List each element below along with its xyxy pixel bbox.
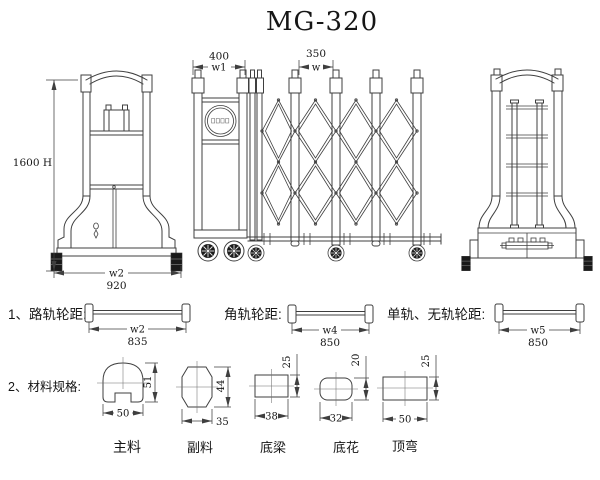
wheelbase-trackless-var: w5 bbox=[531, 326, 546, 337]
unit-width-value: 400 bbox=[209, 51, 229, 63]
rear-right-castor-wheel bbox=[583, 256, 593, 271]
panel-width-var: w bbox=[312, 63, 321, 74]
drive-wheel-1 bbox=[197, 240, 219, 262]
gate-posts bbox=[288, 69, 426, 262]
leading-post-pair bbox=[247, 69, 265, 262]
front-lock-ornament bbox=[93, 222, 99, 239]
wheelbase-corner-value: 850 bbox=[320, 337, 340, 349]
wheelbase-trackless-value: 850 bbox=[528, 337, 548, 349]
profile-main-height: 51 bbox=[143, 376, 154, 389]
wheelbase-corner-var: w4 bbox=[323, 326, 338, 337]
wheelbase-section: 1、路轨轮距: w2 835 角轨轮距: w4 850 bbox=[8, 303, 585, 349]
wheelbase-item-corner: 角轨轮距: w4 850 bbox=[224, 304, 374, 349]
profile-secondary-height: 44 bbox=[216, 380, 227, 393]
profile-bottom-beam: 38 25 底梁 bbox=[249, 354, 300, 455]
front-height-label: 1600 H bbox=[13, 157, 52, 169]
unit-width-var: w1 bbox=[212, 63, 227, 74]
leading-post-wheel bbox=[247, 244, 265, 262]
rear-rail-bracket bbox=[500, 237, 554, 250]
drive-wheel-2 bbox=[223, 240, 245, 262]
profile-top-bend-height: 25 bbox=[421, 355, 432, 368]
profile-main-material: 50 51 主料 bbox=[97, 357, 158, 455]
brand-emblem-icon bbox=[204, 105, 237, 137]
profile-top-bend: 50 25 顶弯 bbox=[377, 355, 439, 454]
extended-view: 400 w1 350 w bbox=[191, 48, 442, 262]
profile-bottom-beam-width: 38 bbox=[265, 412, 278, 423]
rear-base-box bbox=[469, 227, 585, 259]
unit-width-dimension: 400 w1 bbox=[192, 51, 246, 75]
materials-section-label: 2、材料规格: bbox=[8, 379, 81, 394]
profile-bottom-decor-width: 32 bbox=[330, 414, 343, 425]
profile-secondary-width: 35 bbox=[216, 417, 229, 428]
post-wheel-1 bbox=[327, 244, 345, 262]
profile-bottom-beam-name: 底梁 bbox=[260, 440, 286, 455]
profile-bottom-decor-height: 20 bbox=[351, 354, 362, 367]
profile-bottom-decor-name: 底花 bbox=[333, 440, 359, 455]
profile-top-bend-name: 顶弯 bbox=[392, 439, 418, 454]
wheelbase-rail-label: 1、路轨轮距: bbox=[8, 307, 87, 322]
front-left-castor-wheel bbox=[50, 252, 63, 272]
lattice-pivots bbox=[260, 98, 419, 226]
panel-width-value: 350 bbox=[306, 48, 326, 60]
profile-main-width: 50 bbox=[117, 409, 130, 420]
front-width-value: 920 bbox=[106, 280, 126, 292]
rear-left-castor-wheel bbox=[461, 256, 471, 271]
panel-pitch-dimension: 350 w bbox=[298, 48, 334, 75]
bottom-guide-rail bbox=[247, 233, 442, 245]
front-view: 1600 H w2 920 bbox=[13, 70, 183, 292]
wheelbase-corner-label: 角轨轮距: bbox=[224, 307, 282, 322]
wheelbase-rail-value: 835 bbox=[127, 336, 147, 348]
post-wheel-2 bbox=[408, 244, 426, 262]
scissor-lattice bbox=[260, 98, 419, 226]
profile-bottom-beam-height: 25 bbox=[282, 356, 293, 369]
profile-secondary-name: 副料 bbox=[187, 440, 213, 455]
drive-unit bbox=[191, 69, 250, 262]
rear-ladder-frame bbox=[506, 99, 548, 229]
wheelbase-trackless-label: 单轨、无轨轮距: bbox=[387, 307, 485, 322]
front-right-castor-wheel bbox=[170, 252, 183, 272]
wheelbase-item-trackless: 单轨、无轨轮距: w5 850 bbox=[387, 303, 585, 349]
profile-top-bend-width: 50 bbox=[399, 415, 412, 426]
wheelbase-rail-var: w2 bbox=[130, 325, 145, 336]
materials-section: 2、材料规格: 50 51 主料 35 bbox=[8, 354, 439, 455]
rear-view bbox=[461, 68, 593, 271]
front-view-structure bbox=[50, 70, 183, 272]
profile-bottom-decor: 32 20 底花 bbox=[314, 354, 369, 455]
front-width-var: w2 bbox=[109, 269, 124, 280]
front-handle-frame bbox=[103, 104, 130, 132]
page-title: MG-320 bbox=[266, 7, 378, 37]
front-height-dimension: 1600 H bbox=[13, 79, 78, 272]
front-width-dimension: w2 920 bbox=[53, 266, 182, 292]
wheelbase-item-rail: 1、路轨轮距: w2 835 bbox=[8, 303, 191, 348]
profile-secondary-material: 35 44 副料 bbox=[176, 361, 231, 455]
profile-main-name: 主料 bbox=[113, 439, 141, 455]
